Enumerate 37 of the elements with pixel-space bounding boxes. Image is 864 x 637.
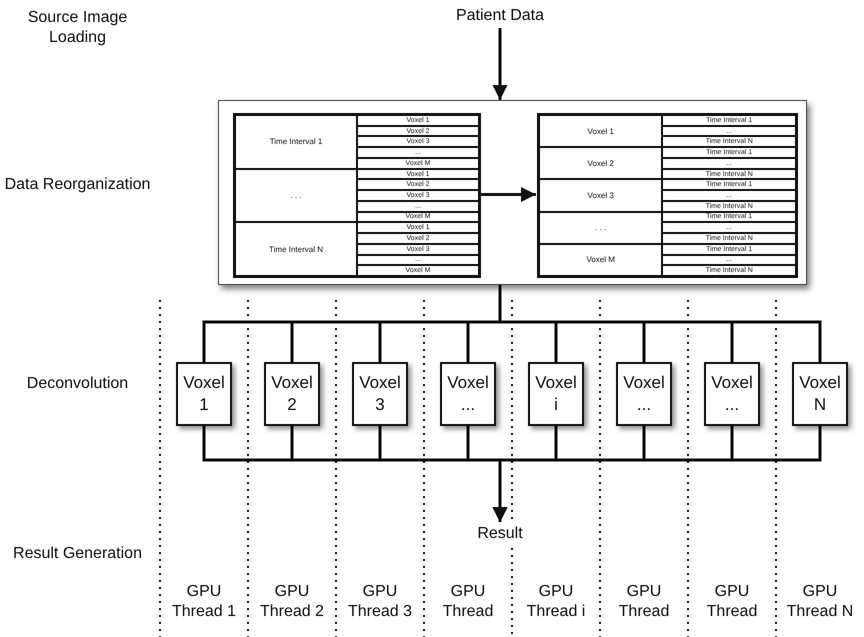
thread-label: GPU Thread <box>618 582 670 622</box>
thread-label: GPU Thread <box>442 582 494 622</box>
table-cell: . . . <box>235 168 357 222</box>
stage-label: Result Generation <box>12 544 143 564</box>
table-cell: Voxel M <box>539 244 662 276</box>
thread-label: GPU Thread i <box>526 582 586 622</box>
thread-label: GPU Thread 2 <box>258 582 326 622</box>
table-cell: Voxel 2 <box>539 147 662 180</box>
thread-label: GPU Thread <box>706 582 758 622</box>
table-cell: . . . <box>539 212 662 244</box>
arrow <box>480 187 536 202</box>
result-label: Result <box>450 522 550 546</box>
stage-label: Deconvolution <box>26 374 130 394</box>
arrow <box>492 426 822 522</box>
table-cell: Time Interval N <box>235 222 357 276</box>
voxel-box: Voxel ... <box>440 362 496 426</box>
thread-label: GPU Thread N <box>786 582 854 622</box>
voxel-box: Voxel 3 <box>352 362 408 426</box>
voxel-box: Voxel ... <box>616 362 672 426</box>
table-cell: Time Interval 1 <box>235 115 357 169</box>
thread-label: GPU Thread 3 <box>346 582 414 622</box>
data-table <box>537 113 798 278</box>
voxel-box: Voxel i <box>528 362 584 426</box>
stage-label: Data Reorganization <box>4 175 152 195</box>
arrow <box>492 28 508 100</box>
voxel-box: Voxel 2 <box>264 362 320 426</box>
voxel-box: Voxel N <box>792 362 848 426</box>
voxel-box: Voxel ... <box>704 362 760 426</box>
data-panel <box>218 100 807 285</box>
connector-line <box>498 285 822 362</box>
data-table <box>233 113 481 278</box>
voxel-box: Voxel 1 <box>176 362 232 426</box>
stage-label: Source Image Loading <box>26 8 128 48</box>
thread-label: GPU Thread 1 <box>170 582 238 622</box>
table-cell: Voxel 3 <box>539 179 662 212</box>
table-cell: Voxel 1 <box>539 115 662 148</box>
data-source-label: Patient Data <box>430 4 570 28</box>
